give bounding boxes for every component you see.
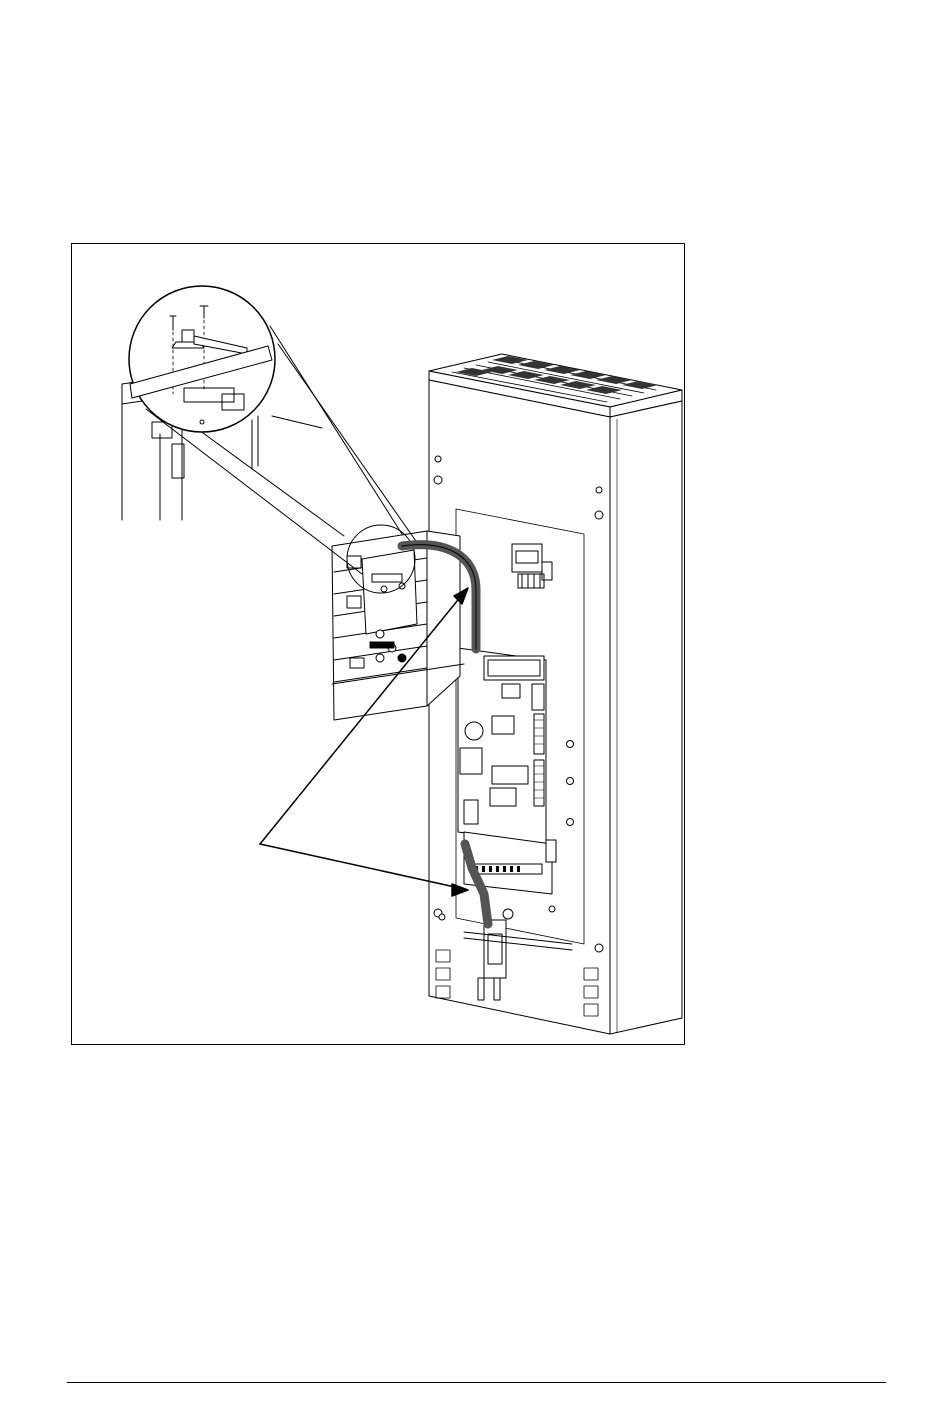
footer-rule bbox=[67, 1382, 886, 1383]
drive-cabinet bbox=[429, 354, 682, 1034]
figure-frame bbox=[71, 243, 685, 1045]
technical-illustration bbox=[72, 244, 686, 1046]
